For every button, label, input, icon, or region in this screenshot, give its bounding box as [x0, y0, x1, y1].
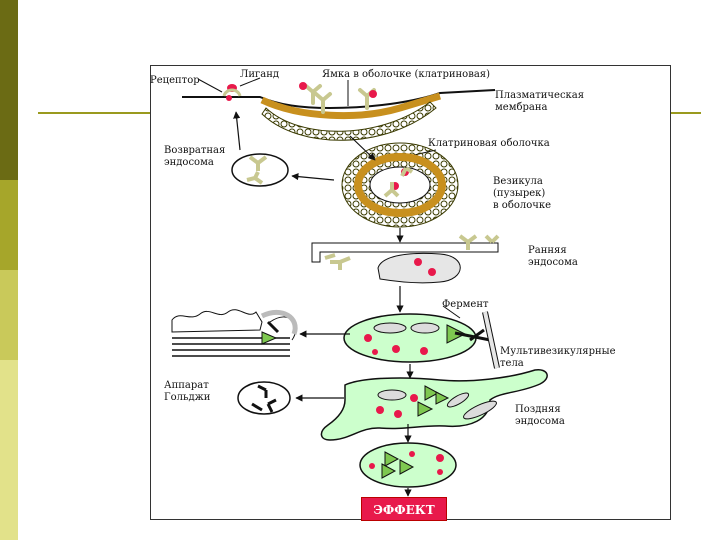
recycling-endosome — [231, 153, 289, 187]
lysosome — [359, 442, 457, 488]
left-accent-sidebar — [0, 0, 18, 540]
label-plasma-membrane: Плазматическая мембрана — [495, 90, 585, 113]
label-late-endosome: Поздняя эндосома — [515, 404, 565, 427]
label-coated-pit: Ямка в оболочке (клатриновая) — [322, 69, 490, 80]
label-early-endosome: Ранняя эндосома — [528, 245, 578, 268]
label-golgi: Аппарат Гольджи — [164, 380, 211, 403]
sidebar-segment-pale — [0, 360, 18, 540]
label-recycling-endosome: Возвратная эндосома — [164, 145, 226, 168]
effect-box: ЭФФЕКТ — [361, 497, 447, 521]
sidebar-segment-light — [0, 270, 18, 360]
label-enzyme: Фермент — [442, 299, 489, 310]
membrane-ligands — [226, 82, 377, 101]
plasma-membrane — [182, 89, 496, 120]
label-multivesicular-bodies: Мультивезикулярные тела — [500, 346, 616, 369]
golgi-transport-vesicle — [237, 381, 291, 415]
label-receptor: Рецептор — [150, 75, 200, 86]
sidebar-segment-dark — [0, 0, 18, 180]
enzyme-rod — [482, 311, 500, 369]
multivesicular-body — [343, 313, 491, 363]
receptor-with-ligand — [222, 88, 242, 97]
pathway-arrows — [233, 111, 414, 497]
membrane-receptors — [304, 84, 376, 114]
late-endosome — [320, 369, 548, 441]
label-ligand: Лиганд — [240, 69, 280, 80]
early-endosome — [311, 234, 500, 284]
accent-rule-right — [671, 112, 701, 114]
sidebar-segment-olive — [0, 180, 18, 270]
label-coated-vesicle: Везикула (пузырек) в оболочке — [493, 176, 552, 211]
accent-rule-left — [38, 112, 150, 114]
coated-pit-clathrin — [261, 101, 437, 141]
golgi-apparatus — [171, 309, 298, 357]
label-clathrin-coat: Клатриновая оболочка — [428, 138, 550, 149]
coated-vesicle — [341, 142, 459, 228]
